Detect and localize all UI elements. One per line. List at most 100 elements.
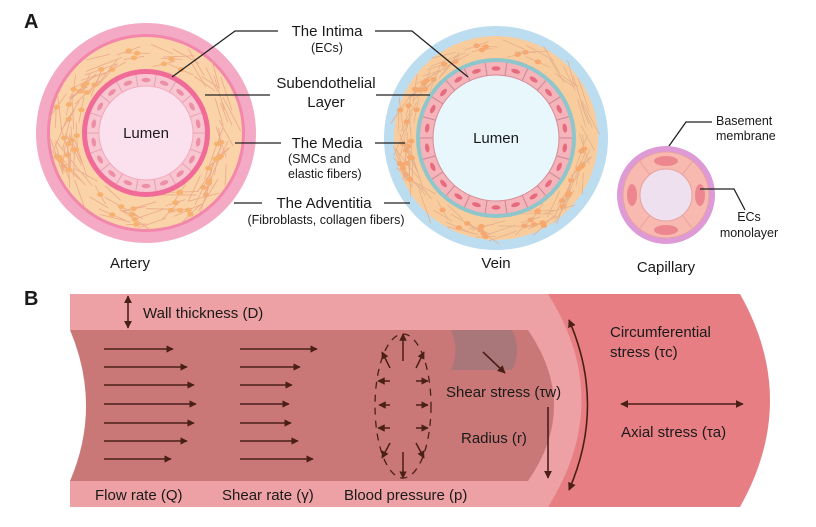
panel-a-label: A [24,11,38,33]
cell-border [90,148,103,154]
cell-border [169,81,176,93]
cell-nucleus [159,180,169,186]
fiber [194,76,215,92]
smc-nucleus [130,206,137,212]
subendothelial-sub: Layer [307,94,345,111]
fiber [433,209,453,222]
cell-border [189,148,202,154]
fiber [73,73,101,88]
fiber [543,46,561,74]
fiber [549,58,565,84]
cell-border [100,162,111,172]
smc-nucleus [73,133,80,139]
fiber [485,224,516,236]
smc-nucleus [206,178,213,184]
capillary-cross-section [617,146,715,244]
smc-nucleus [413,107,420,113]
fiber [72,102,74,130]
cell-nucleus [91,119,97,129]
fiber [411,180,436,195]
fiber [582,134,586,157]
smc-nucleus [133,50,141,56]
fiber [74,139,88,178]
fiber [150,43,174,55]
cell-border [422,155,436,160]
smc-nucleus [430,77,437,82]
fiber [400,118,410,156]
cell-border [100,94,111,104]
smc-nucleus [534,59,542,65]
smc-nucleus [399,165,407,171]
cell-border [521,195,529,208]
cell-nucleus [440,88,447,97]
fiber [96,59,118,87]
shear-rate-arrows [240,345,318,463]
fiber [446,226,478,235]
cell-border [548,171,561,180]
smc-nucleus [565,190,572,196]
smc-nucleus [482,44,490,50]
vein-lumen [432,74,560,202]
smc-nucleus [200,185,207,190]
cell-border [504,62,508,76]
fiber [577,77,590,112]
cell-border [431,96,444,105]
artery-fibers [47,43,242,231]
intima-leader-vein [375,30,469,78]
fiber [187,48,205,76]
fiber [86,53,111,61]
circumferential-stress-arrow [568,319,589,491]
cell-nucleus [424,123,430,133]
fiber [146,208,180,210]
smc-nucleus [130,55,138,61]
fiber [502,39,526,50]
cell-nucleus [424,143,430,153]
fiber [411,155,414,187]
smc-nucleus [160,61,168,67]
fiber [397,109,400,132]
subendothelial-title: Subendothelial [276,75,375,92]
smc-nucleus [455,225,463,231]
fiber [220,102,229,123]
fiber [438,51,460,79]
fiber [80,72,106,81]
cell-border [484,200,488,214]
fiber [581,172,584,195]
smc-nucleus [405,103,412,109]
flow-rate-arrows [104,345,197,463]
vein-cross-section: Lumen [384,26,608,250]
fiber [581,100,600,135]
cell-border [431,171,444,180]
cell-nucleus [108,170,116,177]
cell-nucleus [491,66,501,71]
smc-nucleus [205,165,212,171]
fiber [97,63,118,87]
wall-thickness-label: Wall thickness (D) [143,305,263,322]
fiber [431,51,456,59]
cell-nucleus [454,193,463,200]
fiber [546,190,561,218]
cell-nucleus [545,179,552,188]
fiber [559,74,579,87]
circumferential-label-1: Circumferential [610,324,711,341]
cell-border [548,96,561,105]
cell-border [153,74,157,87]
cell-nucleus [195,119,201,129]
smc-nucleus [118,204,125,210]
smc-nucleus [185,207,192,213]
fiber [57,94,63,131]
artery-lumen-label: Lumen [123,125,169,142]
shear-stress-patch [451,330,517,370]
smc-nucleus [406,154,414,160]
smc-nucleus [558,198,566,204]
smc-nucleus [176,207,184,213]
intima-leader-artery [171,30,278,78]
capillary-label: Capillary [637,259,696,276]
fiber [197,173,211,192]
fiber [205,66,218,92]
cell-border [116,81,123,93]
cell-border [536,80,547,91]
smc-nucleus [439,207,446,213]
media-sub-2: elastic fibers) [288,167,362,181]
cell-nucleus [529,193,538,200]
